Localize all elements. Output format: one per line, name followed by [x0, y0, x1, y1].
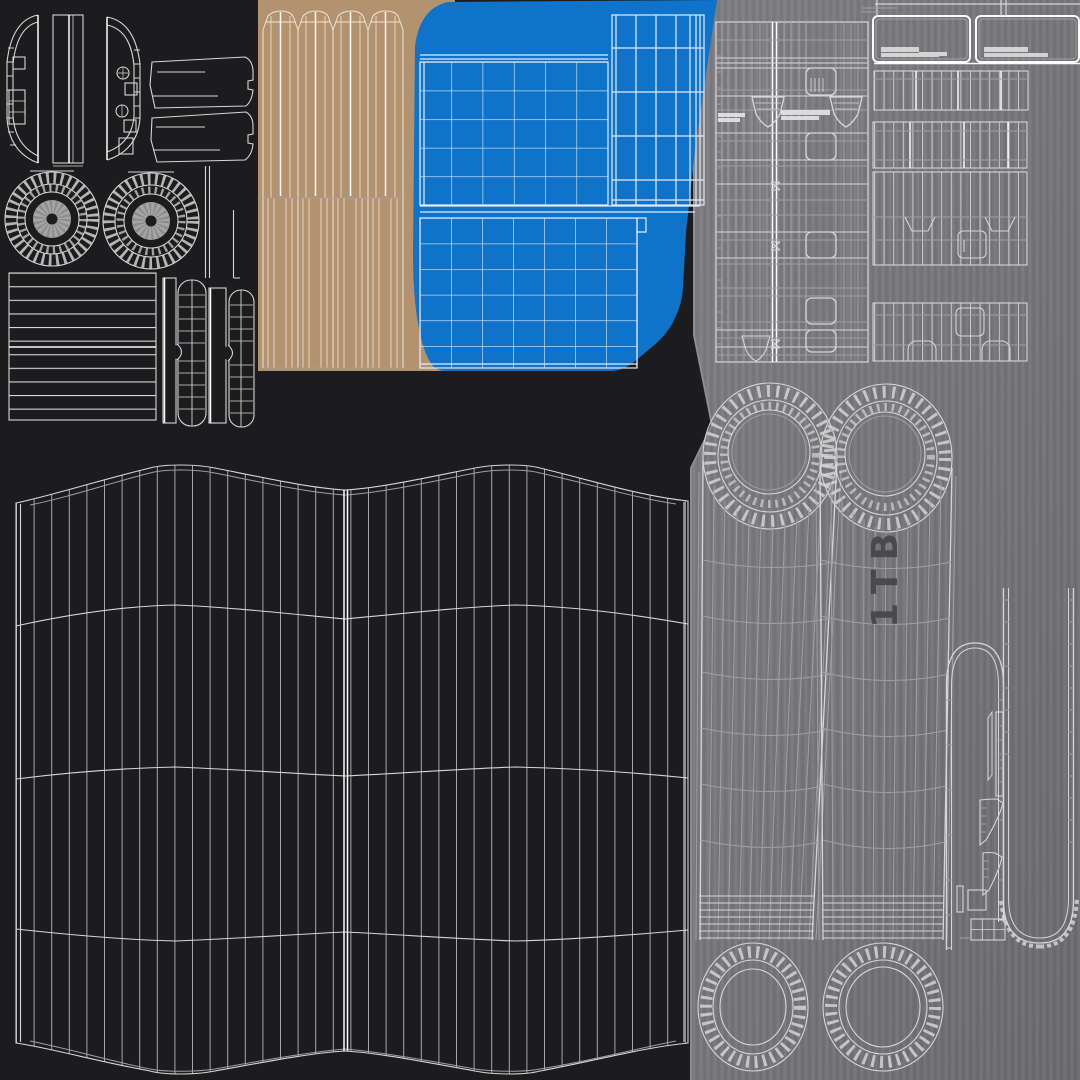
barrel-left-body — [695, 459, 842, 941]
body-seam-clips — [770, 181, 781, 349]
barrel-right: 1TB — [815, 383, 957, 1072]
clip-grid — [960, 918, 1006, 941]
end-disc-right — [102, 171, 200, 270]
clip-parts — [945, 588, 1079, 950]
top-edge-ticks — [862, 0, 1080, 65]
blue-connector-block — [413, 0, 717, 371]
clip-rail — [999, 588, 1079, 949]
body-strip-4 — [872, 302, 1028, 362]
end-cap-right — [975, 15, 1080, 63]
ribbed-plate — [8, 272, 157, 421]
capsule-right — [222, 289, 255, 428]
connector-grid-bottom — [419, 205, 700, 369]
connector-grid-side — [611, 14, 705, 206]
body-panel-complex — [715, 21, 869, 363]
barrel-right-end-ring — [822, 942, 944, 1072]
outer-shell-wavy-grid — [15, 464, 689, 1075]
body-strip-2 — [872, 121, 1028, 169]
clip-hook — [945, 642, 1005, 950]
body-strip-3 — [872, 171, 1028, 266]
wavy-row-lines — [15, 604, 689, 942]
wavy-outline — [15, 464, 689, 1075]
tan-grip-block — [258, 0, 455, 371]
cap-blade-bottom — [150, 111, 254, 163]
tan-background — [258, 0, 455, 371]
capacity-label: 1TB — [865, 524, 906, 628]
shell-parts-top-left — [4, 14, 255, 428]
barrel-right-body — [815, 465, 957, 941]
body-strip-1 — [873, 70, 1029, 111]
connector-grid-top — [419, 54, 609, 206]
shell-side-left — [6, 14, 39, 164]
pin-bar — [204, 166, 240, 279]
body-funnels — [741, 96, 863, 362]
body-step-bars — [718, 110, 830, 122]
cap-blade-top — [149, 56, 254, 109]
body-panel-wireframes — [715, 0, 1080, 363]
wavy-center-seam — [343, 490, 349, 1051]
capsule-left — [162, 277, 207, 427]
end-disc-left — [4, 170, 100, 267]
grip-cylinders — [262, 10, 404, 369]
shell-center-bar — [52, 14, 84, 167]
clip-chevrons — [956, 798, 1004, 913]
body-socket-squares — [805, 67, 837, 353]
clip-ladder — [987, 710, 1004, 797]
barrel-left-end-ring — [697, 942, 809, 1072]
shell-side-right — [106, 16, 141, 161]
end-cap-left — [872, 15, 971, 63]
